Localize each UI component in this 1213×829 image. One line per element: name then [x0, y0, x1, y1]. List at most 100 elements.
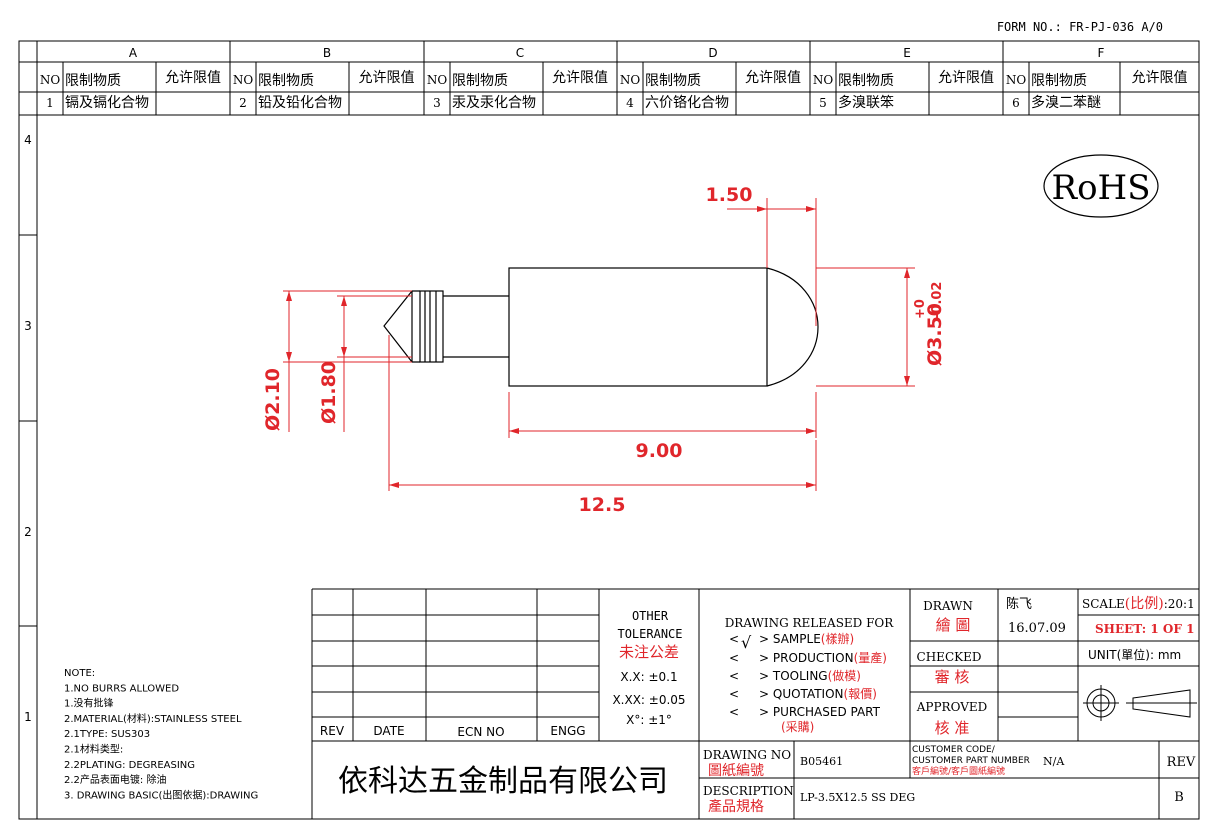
release-item: > PRODUCTION(量產): [759, 650, 887, 665]
zone-4: 4: [24, 133, 32, 147]
dimension-lines: [283, 198, 915, 491]
dim-tol-plus: +0: [913, 299, 928, 319]
approved-label-cn: 核 准: [935, 719, 970, 737]
description-label-cn: 產品規格: [708, 798, 764, 815]
substance-table-grid: [19, 91, 1199, 116]
substance-no: 6: [1012, 96, 1020, 110]
plug-collar: [419, 290, 444, 363]
release-option-cn: (采購): [781, 720, 814, 734]
drawn-label-cn: 繪 圖: [936, 616, 971, 634]
tolerance-3: X°: ±1°: [626, 713, 672, 727]
substance-no-header: NO: [233, 73, 254, 87]
part-outline: [383, 267, 819, 387]
customer-line-1: CUSTOMER CODE/: [912, 745, 996, 755]
dim-groove-outer: Ø2.10: [262, 368, 284, 431]
release-block: DRAWING RELEASED FOR √: [725, 616, 895, 652]
release-option-cn: (報價): [844, 687, 877, 701]
drawing-number: B05461: [800, 755, 843, 768]
release-option-cn: (樣辦): [821, 631, 854, 646]
substance-limit-header: 允许限值: [552, 70, 608, 86]
date-header: DATE: [373, 724, 404, 738]
substance-name-header: 限制物质: [1031, 73, 1087, 89]
substance-name: 汞及汞化合物: [452, 95, 536, 111]
dim-body-diameter: Ø3.50: [924, 303, 946, 366]
plug-rounded-end: [766, 267, 819, 387]
description-value: LP-3.5X12.5 SS DEG: [800, 791, 915, 804]
release-option-cn: (做模): [828, 668, 861, 683]
dimension-labels: 1.50 9.00 12.5 Ø2.10 Ø1.80 Ø3.50 +0 -0.0…: [262, 184, 946, 516]
tolerance-2: X.XX: ±0.05: [612, 693, 685, 707]
zone-2: 2: [24, 525, 32, 539]
release-bracket: <: [729, 632, 739, 646]
description-label: DESCRIPTION: [703, 784, 794, 798]
substance-no-header: NO: [427, 73, 448, 87]
plug-tip: [383, 290, 420, 363]
substance-no: 5: [819, 96, 827, 110]
substance-name-header: 限制物质: [258, 73, 314, 89]
checked-label: CHECKED: [917, 650, 982, 664]
tolerance-1: X.X: ±0.1: [620, 670, 677, 684]
note-line: 3. DRAWING BASIC(出图依据):DRAWING: [64, 788, 258, 801]
tolerance-title-2: TOLERANCE: [617, 627, 682, 641]
rev-value: B: [1174, 790, 1184, 805]
sheet-count: SHEET: 1 OF 1: [1095, 622, 1194, 636]
substance-name: 多溴二苯醚: [1031, 94, 1101, 111]
sheet-frame: [18, 40, 1200, 820]
release-option: > PRODUCTION: [759, 651, 854, 665]
substance-name-header: 限制物质: [452, 73, 508, 89]
release-option: > PURCHASED PART: [759, 705, 881, 719]
substance-limit-header: 允许限值: [1132, 70, 1188, 86]
drawer-name: 陈飞: [1006, 596, 1032, 612]
drawing-no-label-cn: 圖紙編號: [708, 763, 764, 779]
tolerance-title-cn: 未注公差: [619, 643, 679, 661]
title-block-grid: [311, 588, 1199, 819]
note-line: 1.NO BURRS ALLOWED: [64, 683, 179, 694]
note-line: 2.MATERIAL(材料):STAINLESS STEEL: [64, 712, 242, 725]
ecn-header: ECN NO: [457, 725, 504, 739]
zone-d: D: [708, 46, 717, 60]
release-item: > TOOLING(做模): [759, 668, 861, 683]
release-bracket: <: [729, 669, 739, 683]
substance-limit-header: 允许限值: [938, 70, 994, 86]
substance-no-header: NO: [813, 73, 834, 87]
description-block: DESCRIPTION 產品規格 LP-3.5X12.5 SS DEG: [703, 784, 915, 815]
note-line: 1.没有批锋: [64, 697, 114, 710]
dim-total-length: 12.5: [579, 494, 626, 516]
release-bracket: <: [729, 651, 739, 665]
substance-limit-header: 允许限值: [745, 70, 801, 86]
drawing-no-label: DRAWING NO: [703, 748, 791, 762]
dim-groove-inner: Ø1.80: [318, 361, 340, 424]
dim-tip-length: 1.50: [706, 184, 753, 206]
drawing-number-block: DRAWING NO 圖紙編號 B05461: [703, 748, 843, 779]
scale-value: :20:1: [1164, 597, 1195, 611]
tolerance-block: OTHER TOLERANCE 未注公差 X.X: ±0.1 X.XX: ±0.…: [612, 609, 685, 727]
release-item: > PURCHASED PART(采購): [759, 705, 881, 734]
third-angle-projection-icon: [1083, 685, 1197, 721]
signoff-block: DRAWN 繪 圖 CHECKED 審 核 APPROVED 核 准 陈飞 16…: [916, 596, 1195, 737]
customer-line-3: 客戶編號/客戶圖紙編號: [912, 765, 1005, 777]
substance-no-header: NO: [1006, 73, 1027, 87]
rev-header: REV: [320, 724, 345, 738]
scale-label: SCALE: [1082, 597, 1125, 611]
plug-body: [508, 267, 768, 387]
zone-e: E: [903, 46, 911, 60]
dim-body-length: 9.00: [636, 440, 683, 462]
customer-value: N/A: [1043, 755, 1065, 768]
dim-tol-minus: -0.02: [930, 282, 945, 319]
svg-text:SCALE(比例):20:1: SCALE(比例):20:1: [1082, 596, 1195, 612]
release-bracket: <: [729, 705, 739, 719]
substance-no: 1: [46, 96, 54, 110]
substance-name-header: 限制物质: [838, 73, 894, 89]
substance-name: 铅及铅化合物: [258, 95, 342, 111]
zone-c: C: [516, 46, 524, 60]
unit: UNIT(單位): mm: [1088, 647, 1181, 662]
release-item: > SAMPLE(樣辦): [759, 631, 854, 646]
note-line: 2.1TYPE: SUS303: [64, 729, 150, 740]
rohs-mark: RoHS: [1051, 168, 1150, 208]
revision-header: REV DATE ECN NO ENGG: [320, 724, 586, 739]
substance-no-header: NO: [620, 73, 641, 87]
customer-line-2: CUSTOMER PART NUMBER: [912, 756, 1030, 766]
release-option: > TOOLING: [759, 669, 828, 683]
release-item: > QUOTATION(報價): [759, 687, 877, 701]
tolerance-title-1: OTHER: [632, 609, 669, 623]
